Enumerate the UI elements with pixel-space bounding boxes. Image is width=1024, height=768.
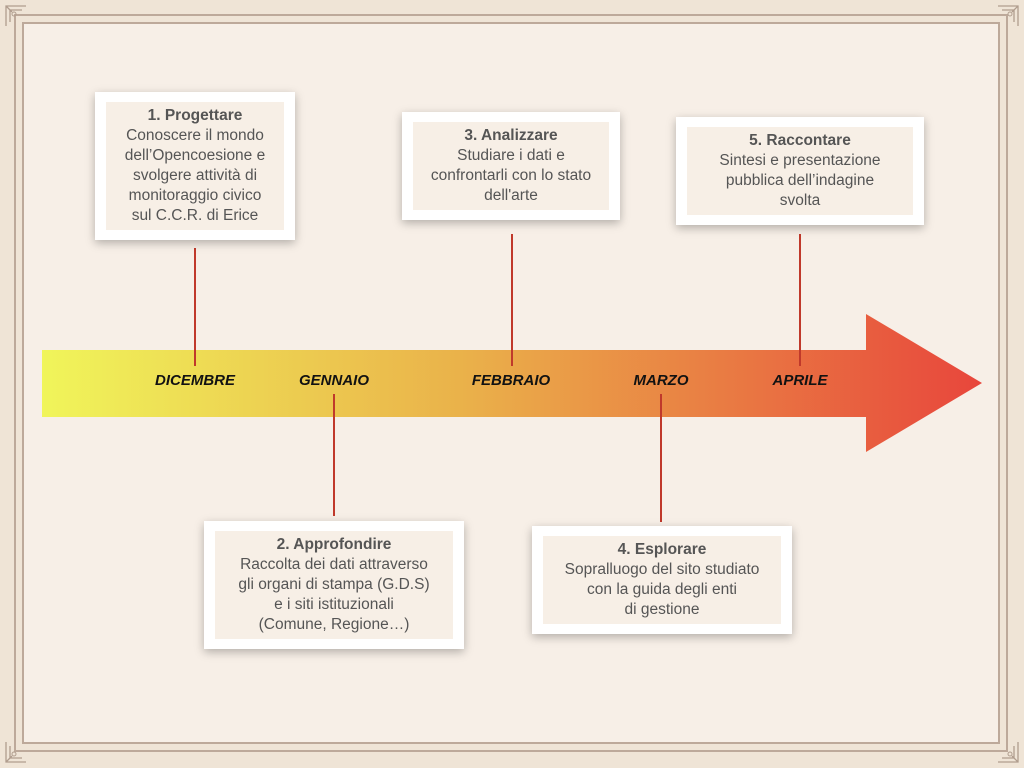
month-label-gennaio: GENNAIO bbox=[298, 372, 370, 389]
step-description: Conoscere il mondo dell’Opencoesione e s… bbox=[124, 127, 266, 224]
step-title: 1. Progettare bbox=[147, 107, 243, 124]
month-label-marzo: MARZO bbox=[633, 372, 689, 389]
step-description: Sopralluogo del sito studiato con la gui… bbox=[564, 561, 760, 618]
connector-line-4 bbox=[660, 394, 662, 522]
step-title: 5. Raccontare bbox=[749, 132, 851, 149]
step-card-content: 2. Approfondire Raccolta dei dati attrav… bbox=[215, 531, 453, 639]
step-card-content: 4. Esplorare Sopralluogo del sito studia… bbox=[543, 536, 781, 624]
month-label-dicembre: DICEMBRE bbox=[154, 372, 236, 389]
step-title: 3. Analizzare bbox=[464, 127, 558, 144]
step-card-2: 2. Approfondire Raccolta dei dati attrav… bbox=[204, 521, 464, 649]
step-title: 2. Approfondire bbox=[276, 536, 392, 553]
connector-line-1 bbox=[194, 248, 196, 366]
connector-line-3 bbox=[511, 234, 513, 366]
step-description: Sintesi e presentazione pubblica dell’in… bbox=[719, 152, 881, 209]
step-card-1: 1. Progettare Conoscere il mondo dell’Op… bbox=[95, 92, 295, 240]
connector-line-2 bbox=[333, 394, 335, 516]
step-description: Raccolta dei dati attraverso gli organi … bbox=[238, 556, 430, 633]
corner-ornament-icon bbox=[4, 4, 28, 28]
corner-ornament-icon bbox=[996, 740, 1020, 764]
step-card-content: 5. Raccontare Sintesi e presentazione pu… bbox=[687, 127, 913, 215]
step-card-3: 3. Analizzare Studiare i dati e confront… bbox=[402, 112, 620, 220]
outer-frame-border bbox=[14, 14, 1008, 752]
month-label-aprile: APRILE bbox=[772, 372, 828, 389]
corner-ornament-icon bbox=[996, 4, 1020, 28]
step-title: 4. Esplorare bbox=[617, 541, 707, 558]
step-card-5: 5. Raccontare Sintesi e presentazione pu… bbox=[676, 117, 924, 225]
month-label-febbraio: FEBBRAIO bbox=[471, 372, 551, 389]
step-card-content: 1. Progettare Conoscere il mondo dell’Op… bbox=[106, 102, 284, 230]
step-description: Studiare i dati e confrontarli con lo st… bbox=[430, 147, 592, 204]
corner-ornament-icon bbox=[4, 740, 28, 764]
step-card-content: 3. Analizzare Studiare i dati e confront… bbox=[413, 122, 609, 210]
connector-line-5 bbox=[799, 234, 801, 366]
step-card-4: 4. Esplorare Sopralluogo del sito studia… bbox=[532, 526, 792, 634]
